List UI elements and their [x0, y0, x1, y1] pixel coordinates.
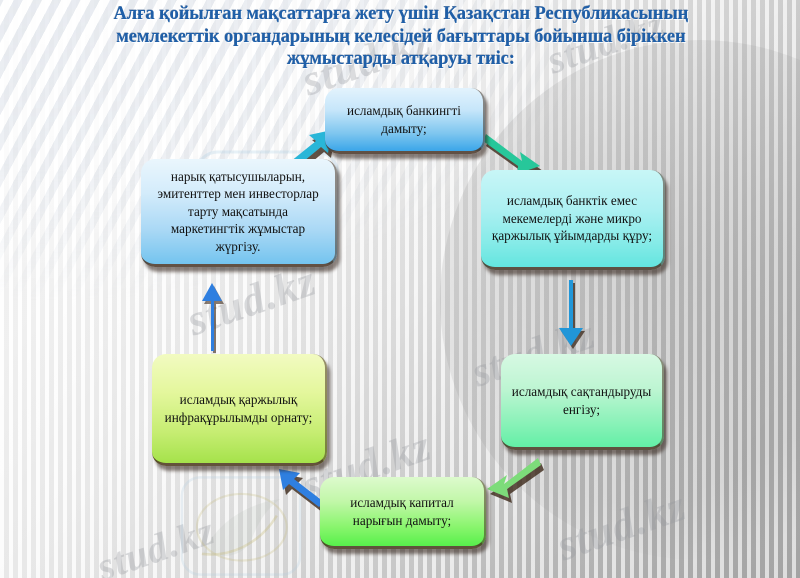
arrow-nonbank-to-insurance [559, 280, 585, 349]
box-financial-infrastructure-label: исламдық қаржылық инфрақұрылымды орнату; [164, 392, 313, 425]
watermark-text: stud.kz [180, 255, 323, 346]
arrow-insurance-to-capital [487, 458, 544, 503]
box-islamic-banking-label: исламдық банкингті дамыту; [347, 103, 461, 136]
box-capital-market[interactable]: исламдық капитал нарығын дамыту; [320, 477, 486, 549]
box-capital-market-label: исламдық капитал нарығын дамыту; [350, 495, 454, 528]
background-shadow-arc [440, 40, 800, 560]
bird-logo-watermark [180, 476, 302, 576]
box-marketing-investors[interactable]: нарық қатысушыларын, эмитенттер мен инве… [141, 159, 337, 267]
box-nonbank-microfinance-label: исламдық банктік емес мекемелерді және м… [491, 193, 653, 244]
box-islamic-banking[interactable]: исламдық банкингті дамыту; [325, 88, 485, 154]
watermark-text: stud.kz [90, 507, 221, 578]
box-financial-infrastructure[interactable]: исламдық қаржылық инфрақұрылымды орнату; [152, 354, 327, 466]
box-marketing-investors-label: нарық қатысушыларын, эмитенттер мен инве… [157, 168, 319, 254]
box-islamic-insurance-label: исламдық сақтандыруды енгізу; [511, 384, 652, 417]
slide-title: Алға қойылған мақсаттарға жету үшін Қаза… [36, 3, 766, 71]
title-line-2: мемлекеттік органдарының келесідей бағыт… [116, 26, 686, 47]
arrow-infra-to-marketing [202, 283, 224, 353]
title-line-3: жұмыстарды атқаруы тиіс: [287, 49, 515, 69]
box-nonbank-microfinance[interactable]: исламдық банктік емес мекемелерді және м… [481, 170, 665, 270]
box-islamic-insurance[interactable]: исламдық сақтандыруды енгізу; [501, 354, 664, 450]
title-line-1: Алға қойылған мақсаттарға жету үшін Қаза… [113, 4, 689, 24]
watermark-text: stud.kz [550, 480, 693, 571]
